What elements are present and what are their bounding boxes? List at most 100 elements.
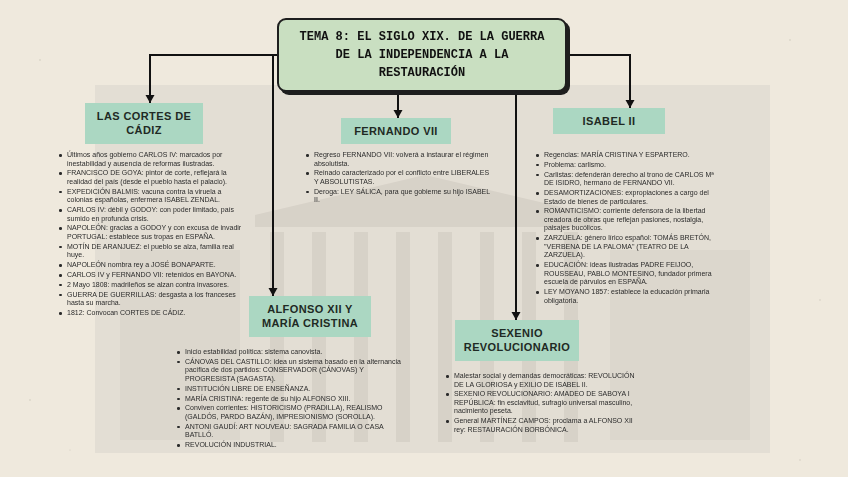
- heading-text: LAS CORTES DE CÁDIZ: [91, 109, 197, 138]
- connector-arrow: [567, 55, 635, 108]
- bullet-text: CARLOS IV: débil y GODOY: con poder limi…: [67, 206, 244, 223]
- title-text: TEMA 8: EL SIGLO XIX. DE LA GUERRA DE LA…: [289, 28, 555, 82]
- bullet-item: GUERRA DE GUERRILLAS: desgasta a los fra…: [58, 291, 244, 308]
- arrow-head: [512, 312, 521, 320]
- bullet-item: Inicio estabilidad política: sistema can…: [176, 348, 406, 357]
- bullet-dot: [536, 264, 539, 267]
- bullet-dot: [536, 154, 539, 157]
- bullet-item: Malestar social y demandas democráticas:…: [445, 372, 635, 389]
- bullet-dot: [59, 294, 62, 297]
- bullet-item: REVOLUCIÓN INDUSTRIAL.: [176, 441, 406, 450]
- bullet-dot: [177, 351, 180, 354]
- bullet-list: Malestar social y demandas democráticas:…: [445, 372, 635, 436]
- bullet-dot: [536, 237, 539, 240]
- bullet-item: Regreso FERNANDO VII: volverá a instaura…: [305, 151, 495, 168]
- bullet-text: EXPEDICIÓN BALMIS: vacuna contra la viru…: [67, 188, 244, 205]
- section-heading: ALFONSO XII Y MARÍA CRISTINA: [249, 296, 371, 337]
- bullet-dot: [446, 420, 449, 423]
- bullet-text: REVOLUCIÓN INDUSTRIAL.: [185, 441, 406, 450]
- bullet-item: ZARZUELA: género lírico español: TOMÁS B…: [535, 234, 725, 260]
- bullet-dot: [446, 393, 449, 396]
- bullet-dot: [536, 164, 539, 167]
- bullet-item: EXPEDICIÓN BALMIS: vacuna contra la viru…: [58, 188, 244, 205]
- bullet-text: ROMANTICISMO: corriente defensora de la …: [544, 207, 725, 233]
- bullet-text: ANTONI GAUDÍ: ART NOUVEAU: SAGRADA FAMIL…: [185, 423, 406, 440]
- connector-line: [273, 55, 277, 296]
- bullet-dot: [536, 210, 539, 213]
- bullet-item: Deroga: LEY SÁLICA, para que gobierne su…: [305, 188, 495, 205]
- bullet-item: NAPOLEÓN nombra rey a JOSÉ BONAPARTE.: [58, 261, 244, 270]
- heading-text: SEXENIO REVOLUCIONARIO: [461, 326, 573, 355]
- bullet-text: SEXENIO REVOLUCIONARIO: AMADEO DE SABOYA…: [454, 390, 635, 416]
- bullet-text: Carlistas: defenderán derecho al trono d…: [544, 171, 725, 188]
- bullet-dot: [59, 274, 62, 277]
- bullet-item: FRANCISCO DE GOYA: pintor de corte, refl…: [58, 169, 244, 186]
- bullet-text: EDUCACIÓN: ideas ilustradas PADRE FEIJOO…: [544, 261, 725, 287]
- bullet-dot: [59, 172, 62, 175]
- bullet-item: MOTÍN DE ARANJUEZ: el pueblo se alza, fa…: [58, 243, 244, 260]
- bullet-text: Regencias: MARÍA CRISTINA Y ESPARTERO.: [544, 151, 725, 160]
- bullet-text: Reinado caracterizado por el conflicto e…: [314, 169, 495, 186]
- connector-arrow: [394, 92, 403, 118]
- bullet-dot: [446, 375, 449, 378]
- bullet-item: CARLOS IV: débil y GODOY: con poder limi…: [58, 206, 244, 223]
- bullet-text: FRANCISCO DE GOYA: pintor de corte, refl…: [67, 169, 244, 186]
- bullet-item: SEXENIO REVOLUCIONARIO: AMADEO DE SABOYA…: [445, 390, 635, 416]
- arrow-head: [394, 110, 403, 118]
- bullet-dot: [59, 154, 62, 157]
- heading-text: ISABEL II: [559, 114, 659, 128]
- bullet-dot: [177, 407, 180, 410]
- bullet-item: 1812: Convocan CORTES DE CÁDIZ.: [58, 309, 244, 318]
- paper-specks: [29, 39, 821, 460]
- bullet-dot: [59, 312, 62, 315]
- bullet-item: Últimos años gobierno CARLOS IV: marcado…: [58, 151, 244, 168]
- arrow-head: [269, 288, 278, 296]
- section-heading: FERNANDO VII: [341, 118, 451, 144]
- connector-line: [515, 92, 517, 320]
- arrow-head: [146, 95, 155, 103]
- bullet-dot: [59, 227, 62, 230]
- bullet-text: MARÍA CRISTINA: regente de su hijo ALFON…: [185, 395, 406, 404]
- bullet-text: GUERRA DE GUERRILLAS: desgasta a los fra…: [67, 291, 244, 308]
- bullet-item: Regencias: MARÍA CRISTINA Y ESPARTERO.: [535, 151, 725, 160]
- bullet-item: ANTONI GAUDÍ: ART NOUVEAU: SAGRADA FAMIL…: [176, 423, 406, 440]
- building-columns: [120, 175, 750, 442]
- bullet-item: General MARTÍNEZ CAMPOS: proclama a ALFO…: [445, 417, 635, 434]
- bullet-item: EDUCACIÓN: ideas ilustradas PADRE FEIJOO…: [535, 261, 725, 287]
- bullet-text: NAPOLEÓN nombra rey a JOSÉ BONAPARTE.: [67, 261, 244, 270]
- bullet-dot: [177, 444, 180, 447]
- bullet-text: INSTITUCIÓN LIBRE DE ENSEÑANZA.: [185, 385, 406, 394]
- bullet-list: Inicio estabilidad política: sistema can…: [176, 348, 406, 451]
- connector-line: [567, 55, 630, 108]
- bullet-dot: [306, 191, 309, 194]
- bullet-text: Regreso FERNANDO VII: volverá a instaura…: [314, 151, 495, 168]
- heading-text: ALFONSO XII Y MARÍA CRISTINA: [255, 302, 365, 331]
- bullet-text: CARLOS IV y FERNANDO VII: retenidos en B…: [67, 271, 244, 280]
- bullet-text: 2 Mayo 1808: madrileños se alzan contra …: [67, 281, 244, 290]
- bullet-dot: [177, 426, 180, 429]
- connector-arrow: [269, 55, 278, 296]
- bullet-item: LEY MOYANO 1857: establece la educación …: [535, 288, 725, 305]
- bullet-dot: [306, 172, 309, 175]
- title-box: TEMA 8: EL SIGLO XIX. DE LA GUERRA DE LA…: [277, 18, 567, 92]
- bullet-text: Malestar social y demandas democráticas:…: [454, 372, 635, 389]
- section-heading: LAS CORTES DE CÁDIZ: [85, 103, 203, 144]
- bullet-text: Deroga: LEY SÁLICA, para que gobierne su…: [314, 188, 495, 205]
- bullet-item: Conviven corrientes: HISTORICISMO (PRADI…: [176, 404, 406, 421]
- bullet-text: Problema: carlismo.: [544, 161, 725, 170]
- section-heading: ISABEL II: [553, 108, 665, 134]
- bullet-item: NAPOLEÓN: gracias a GODOY y con excusa d…: [58, 224, 244, 241]
- bullet-item: DESAMORTIZACIONES: expropiaciones a carg…: [535, 189, 725, 206]
- connector-line: [150, 55, 277, 103]
- bullet-text: Conviven corrientes: HISTORICISMO (PRADI…: [185, 404, 406, 421]
- bullet-text: ZARZUELA: género lírico español: TOMÁS B…: [544, 234, 725, 260]
- heading-text: FERNANDO VII: [347, 124, 445, 138]
- bullet-text: LEY MOYANO 1857: establece la educación …: [544, 288, 725, 305]
- bullet-text: NAPOLEÓN: gracias a GODOY y con excusa d…: [67, 224, 244, 241]
- bullet-item: INSTITUCIÓN LIBRE DE ENSEÑANZA.: [176, 385, 406, 394]
- bullet-item: ROMANTICISMO: corriente defensora de la …: [535, 207, 725, 233]
- bullet-dot: [177, 361, 180, 364]
- bullet-dot: [59, 246, 62, 249]
- bullet-item: 2 Mayo 1808: madrileños se alzan contra …: [58, 281, 244, 290]
